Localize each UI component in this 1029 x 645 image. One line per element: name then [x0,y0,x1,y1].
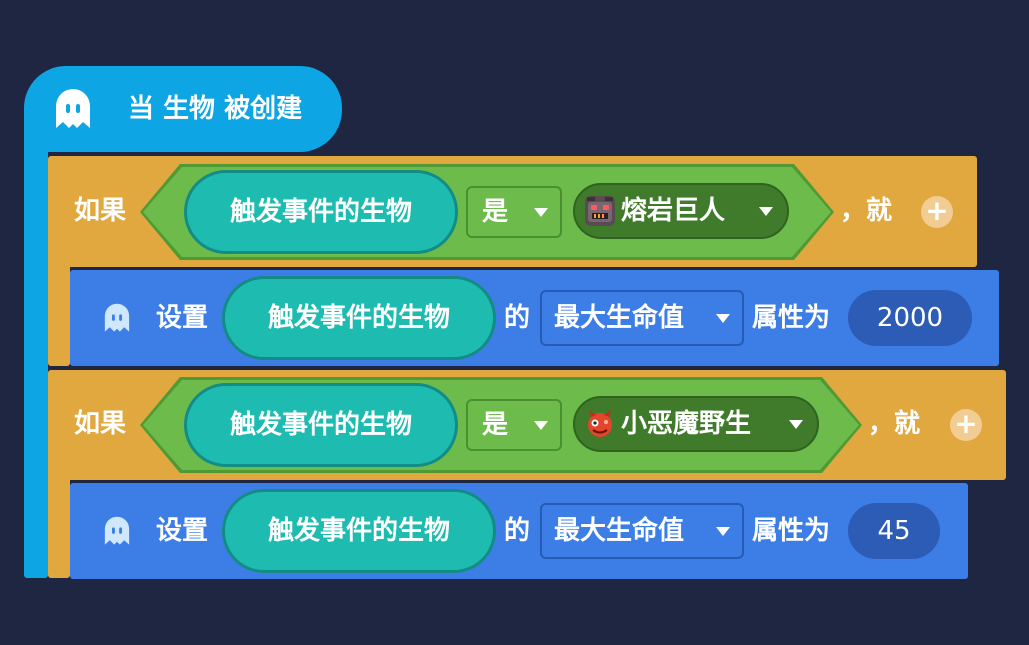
subject-reporter-2[interactable]: 触发事件的生物 [184,383,458,467]
chevron-down-icon [534,421,548,430]
attr-label-1: 属性为 [752,303,831,333]
then-label-2: ，就 [868,409,921,439]
subject-reporter-1-label: 触发事件的生物 [229,197,412,227]
if-label-1: 如果 [74,196,127,226]
mob-dropdown-2[interactable]: 小恶魔野生 [573,396,819,452]
property-dropdown-2-label: 最大生命值 [554,516,685,546]
set-block-1[interactable]: 设置 触发事件的生物 的 最大生命值 属性为 2000 [70,270,999,366]
set-label-2: 设置 [156,516,209,546]
set-block-2[interactable]: 设置 触发事件的生物 的 最大生命值 属性为 45 [70,483,968,579]
chevron-down-icon [759,207,773,216]
property-dropdown-1-label: 最大生命值 [554,303,685,333]
plus-icon: + [954,407,978,440]
value-input-2-text: 45 [877,516,911,546]
target-reporter-2[interactable]: 触发事件的生物 [222,489,496,573]
value-input-1-text: 2000 [876,303,944,333]
target-reporter-1[interactable]: 触发事件的生物 [222,276,496,360]
mob-dropdown-2-label: 小恶魔野生 [621,409,752,439]
operator-dropdown-2[interactable]: 是 [466,399,562,451]
set-label-1: 设置 [156,303,209,333]
add-branch-button-2[interactable]: + [950,409,982,441]
hat-block-label: 当 生物 被创建 [128,94,303,124]
hat-block[interactable]: 当 生物 被创建 [24,66,342,152]
creature-ghost-icon [56,89,90,128]
of-label-2: 的 [504,516,531,546]
subject-reporter-2-label: 触发事件的生物 [229,410,412,440]
chevron-down-icon [534,208,548,217]
hat-block-spine[interactable] [24,140,48,578]
subject-reporter-1[interactable]: 触发事件的生物 [184,170,458,254]
attr-label-2: 属性为 [752,516,831,546]
if-block-2-spine [48,474,70,578]
operator-dropdown-2-label: 是 [482,410,509,440]
chevron-down-icon [789,420,803,429]
if-block-1-spine [48,260,70,366]
value-input-2[interactable]: 45 [848,503,940,559]
of-label-1: 的 [504,303,531,333]
creature-ghost-icon [104,303,130,332]
property-dropdown-1[interactable]: 最大生命值 [540,290,744,346]
lava-giant-icon [585,196,615,226]
property-dropdown-2[interactable]: 最大生命值 [540,503,744,559]
operator-dropdown-1-label: 是 [482,197,509,227]
target-reporter-1-label: 触发事件的生物 [267,303,450,333]
then-label-1: ，就 [840,196,893,226]
mob-dropdown-1-label: 熔岩巨人 [621,196,726,226]
creature-ghost-icon [104,516,130,545]
little-devil-icon [588,410,612,437]
chevron-down-icon [716,527,730,536]
operator-dropdown-1[interactable]: 是 [466,186,562,238]
add-branch-button-1[interactable]: + [921,196,953,228]
plus-icon: + [925,194,949,227]
value-input-1[interactable]: 2000 [848,290,972,346]
chevron-down-icon [716,314,730,323]
mob-dropdown-1[interactable]: 熔岩巨人 [573,183,789,239]
target-reporter-2-label: 触发事件的生物 [267,516,450,546]
if-label-2: 如果 [74,409,127,439]
